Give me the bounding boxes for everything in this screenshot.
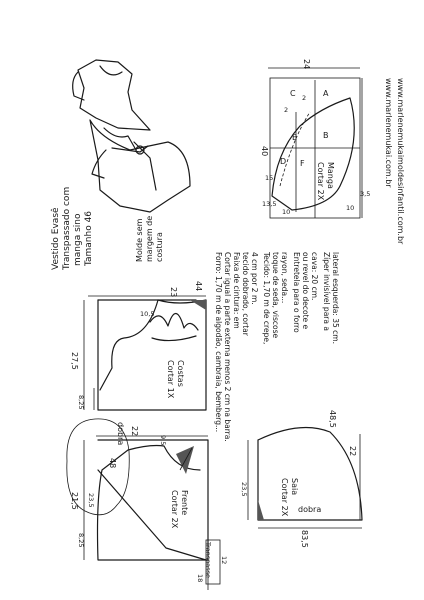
dress-illustration [72, 59, 191, 213]
subtitle-line-2: margem de [145, 216, 154, 262]
sleeve-point-a: A [323, 89, 329, 98]
notes: Forro: 1,70 m de algodão, cambraia, bemb… [214, 251, 340, 442]
back-dim-825: 8,25 [77, 395, 85, 409]
skirt-name: Saia [290, 478, 299, 495]
title-text: Vestido Evasê Transpassado com manga sin… [50, 187, 94, 271]
title-line-3: manga sino [73, 213, 83, 266]
sleeve-dim-2b: 2 [284, 106, 288, 114]
title-line-4: Tamanho 46 [84, 211, 94, 267]
front-cut: Cortar 2X [170, 490, 179, 529]
skirt-pattern: 48,5 22 23,5 83,5 dobra Saia Cortar 2X [240, 410, 363, 548]
skirt-fold: dobra [298, 505, 321, 514]
sleeve-dim-top: 24 [302, 59, 311, 69]
back-dim-105: 10,5 [140, 310, 154, 318]
back-pattern: 44 23 10,5 27,5 8,25 dobra Costas Cortar… [70, 281, 207, 445]
front-dim-22: 22 [130, 426, 139, 436]
title-line-1: Vestido Evasê [50, 207, 61, 270]
pattern-title [66, 418, 130, 516]
website: www.marlenemukai.com.br www.marlenemukai… [384, 78, 405, 245]
front-dim-width: 48 [108, 458, 117, 468]
sleeve-dim-left: 40 [260, 146, 269, 156]
note-1: Forro: 1,70 m de algodão, cambraia, bemb… [214, 252, 223, 432]
sleeve-dim-10a: 10 [282, 208, 290, 216]
sleeve-dim-2a: 2 [302, 94, 306, 102]
skirt-cut: Cortar 2X [280, 478, 289, 517]
back-dim-23: 23 [169, 287, 178, 297]
note-9: Entretela para o forro [292, 252, 301, 333]
website-line-1: www.marlenemukai.com.br [384, 78, 393, 188]
skirt-dim-top: 48,5 [328, 410, 337, 428]
skirt-dim-bottom: 83,5 [300, 530, 309, 548]
back-dim-width: 44 [194, 281, 203, 291]
note-12: Zíper invisível para a [322, 252, 331, 331]
note-11: cava: 20 cm. [310, 252, 319, 300]
sleeve-point-d: D [280, 157, 286, 166]
back-dim-height: 27,5 [70, 352, 79, 370]
website-line-2: www.marlenemukaimoldesinfantil.com.br [396, 78, 405, 245]
front-dim-235: 23,5 [87, 493, 95, 507]
front-dim-12: 12 [220, 556, 228, 564]
skirt-dim-side: 22 [348, 446, 357, 456]
sleeve-point-e: E [292, 133, 297, 142]
subtitle-line-1: Molde sem [135, 218, 144, 262]
note-6: Tecido: 1,70 m de crepe, [262, 251, 271, 344]
note-4: tecido dobrado, cortar [241, 252, 250, 337]
note-7: toque de seda, viscose [271, 252, 280, 338]
sleeve-dim-13: 13,5 [262, 200, 276, 208]
note-13: lateral esquerda: 35 cm. [331, 252, 340, 344]
subtitle-text: Molde sem margem de costura [135, 216, 164, 262]
back-cut: Cortar 1X [166, 360, 175, 399]
sleeve-cut: Cortar 2X [316, 162, 325, 201]
front-dim-825: 8,25 [77, 533, 85, 547]
sleeve-name: Manga [326, 162, 335, 189]
back-name: Costas [176, 360, 185, 387]
signature [149, 312, 199, 342]
skirt-dim-235: 23,5 [240, 482, 248, 496]
front-transpasse: Transpasse [204, 541, 212, 578]
note-5: 4 cm por 2 m. [250, 252, 259, 305]
front-pattern: 48 22 9,5 21,5 23,5 8,25 12 18 Transpass… [70, 426, 228, 590]
note-8: rayon, seda... [280, 252, 289, 303]
sleeve-pattern: 24 40 C A B E F D 2 2 15 13,5 10 10 3,5 … [260, 59, 370, 219]
subtitle-line-3: costura [155, 232, 164, 262]
front-dim-18: 18 [196, 574, 204, 582]
sleeve-point-f: F [300, 159, 305, 168]
sleeve-dim-10b: 10 [346, 204, 354, 212]
sleeve-dim-15: 15 [265, 174, 273, 182]
front-name: Frente [180, 490, 189, 515]
sleeve-point-c: C [290, 89, 296, 98]
note-3: Faixa de cintura: em [232, 252, 241, 329]
back-fold: dobra [116, 422, 125, 445]
title-line-2: Transpassado com [62, 187, 72, 271]
note-10: ou revel do decote e [301, 252, 310, 330]
note-2: Cortar igual a parte externa menos 2 cm … [223, 252, 232, 442]
front-dim-95: 9,5 [159, 435, 167, 445]
sleeve-point-b: B [323, 131, 329, 140]
sleeve-dim-35: 3,5 [360, 190, 370, 198]
front-dim-215: 21,5 [70, 492, 79, 510]
